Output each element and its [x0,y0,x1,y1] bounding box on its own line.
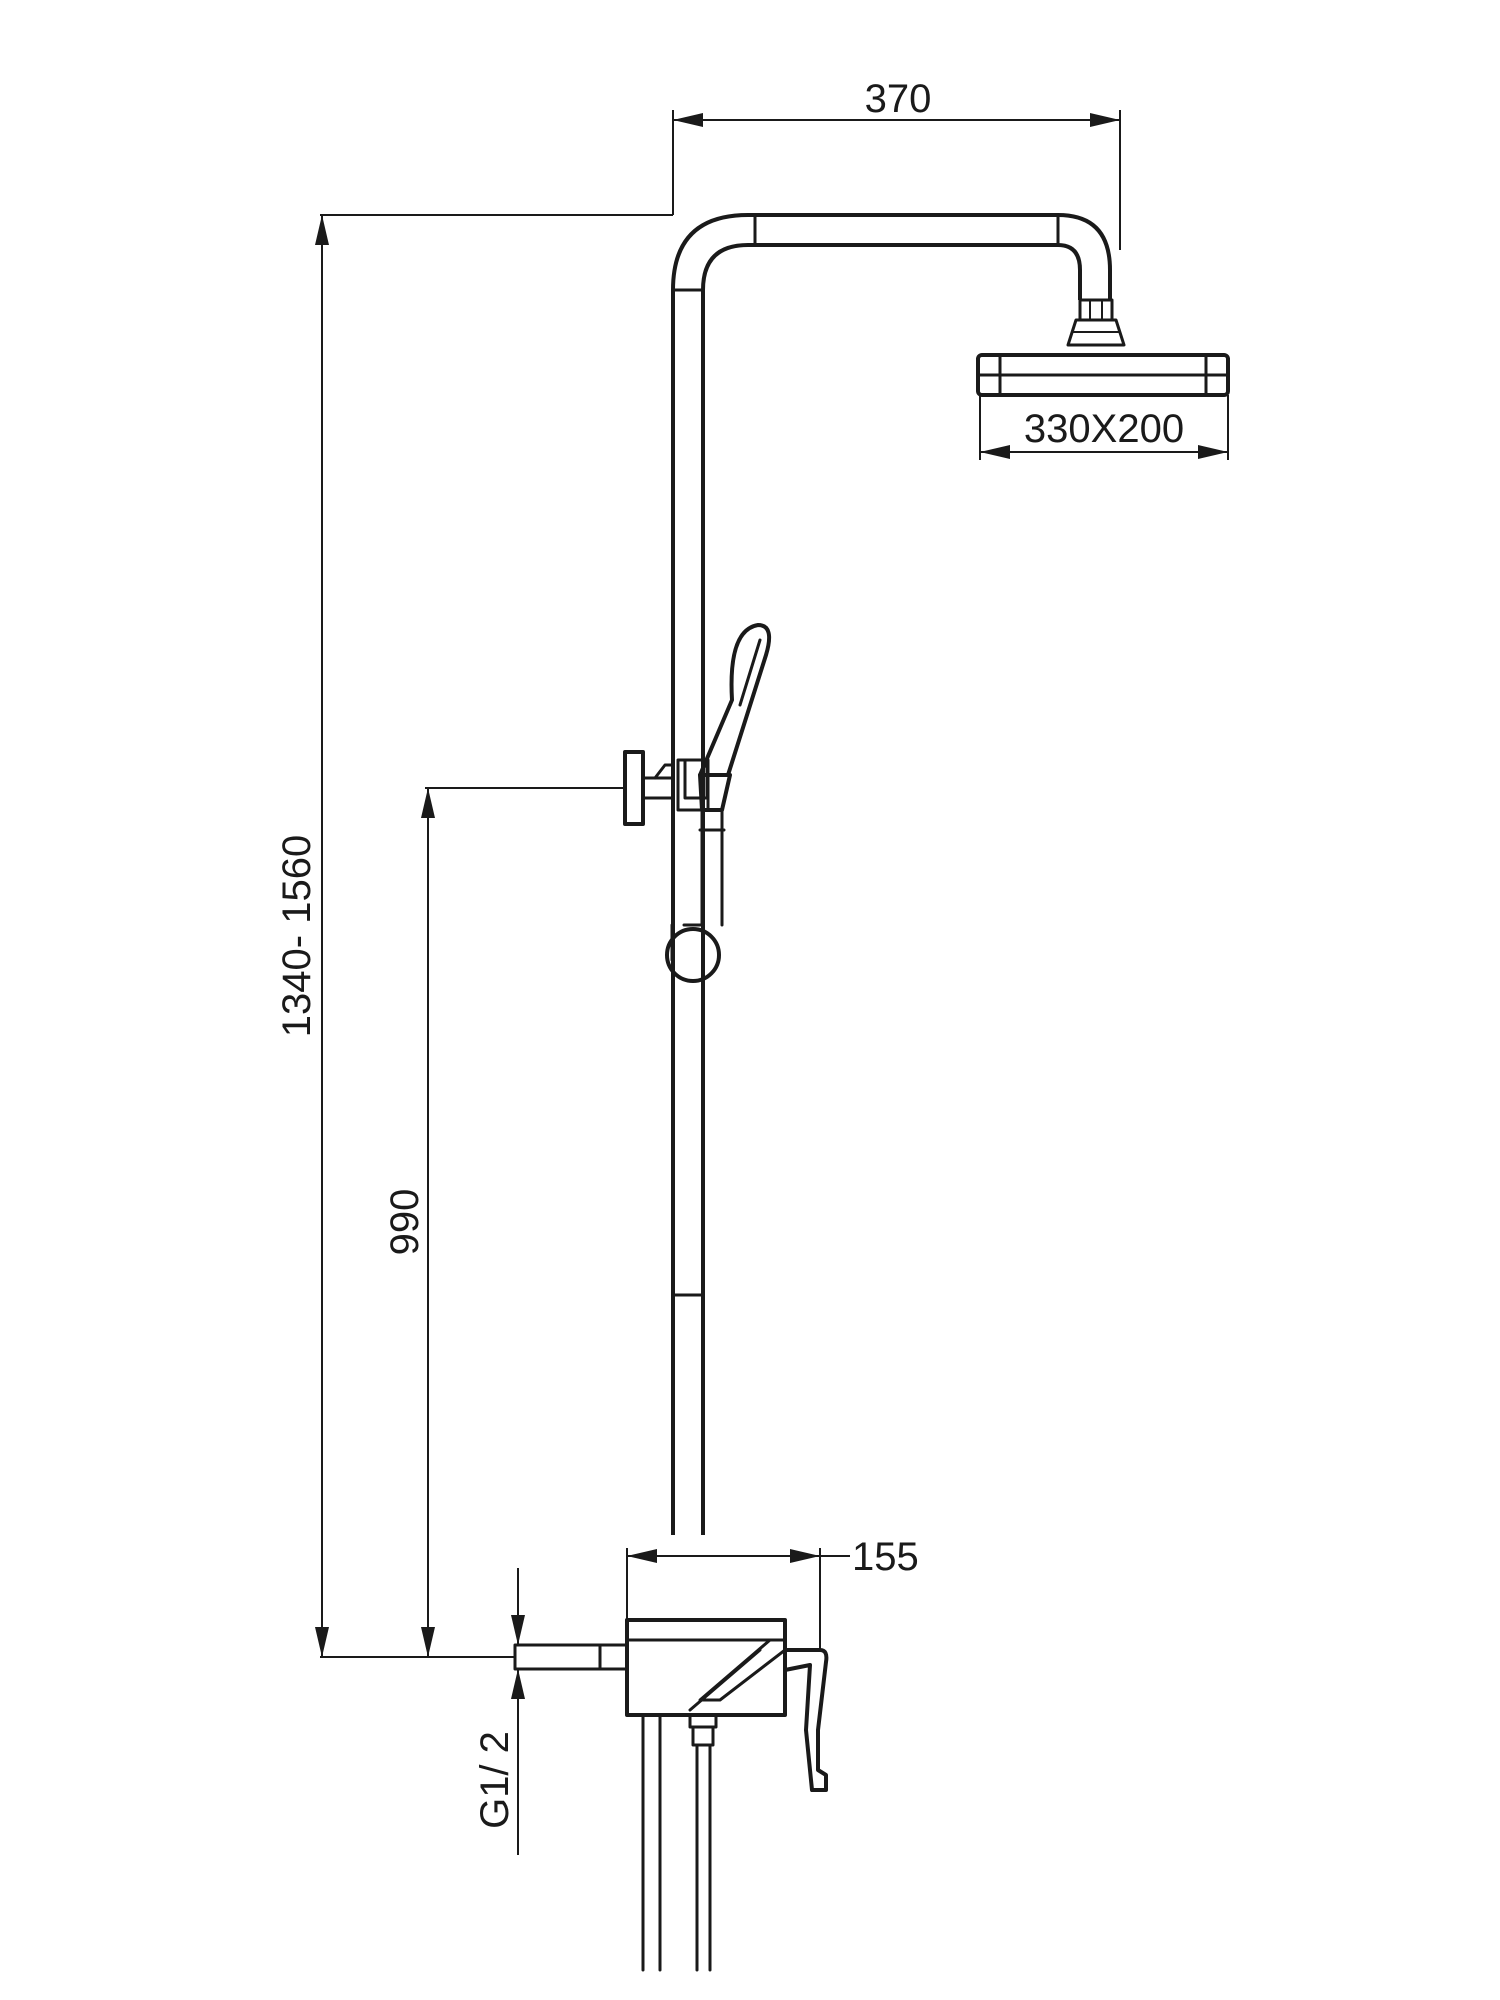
wall-bracket-arm [641,776,675,800]
rain-shower-head [976,298,1230,397]
dim-head-size: 330X200 [979,395,1229,460]
riser-outer-contour [671,213,1112,1535]
dim-total-height: 1340- 1560 [275,214,673,1658]
dim-thread-label: G1/ 2 [473,1731,517,1829]
slider-knob [665,927,721,983]
dim-thread: G1/ 2 [473,1568,525,1855]
slider-holder [683,758,709,800]
dim-mixer-depth-label: 155 [852,1535,919,1579]
riser-inner-contour [701,243,1082,1535]
dim-total-height-label: 1340- 1560 [275,835,319,1037]
hand-shower-head [698,623,772,777]
shower-column [671,213,1112,1535]
hand-shower-assembly [623,623,772,983]
dim-arm-reach-label: 370 [865,77,932,121]
inlet-pipe [513,1643,629,1671]
mixer-lever [783,1648,829,1792]
head-connector-nut [1078,298,1114,322]
dim-arm-reach: 370 [672,77,1121,250]
wall-bracket-flange [623,750,645,826]
head-ball-joint [1066,318,1126,347]
dim-mixer-height: 990 [383,787,625,1657]
dim-mixer-depth: 155 [626,1535,919,1650]
dim-head-size-label: 330X200 [1024,407,1184,451]
bottom-nut [691,1725,715,1747]
dim-mixer-height-label: 990 [383,1189,427,1256]
mixer-valve [513,1618,829,1972]
